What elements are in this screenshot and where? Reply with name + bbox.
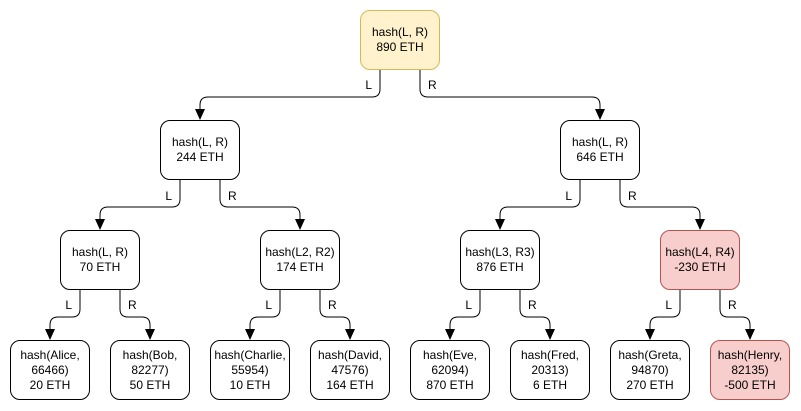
edge-root-left: L	[195, 70, 381, 120]
edge-root-right: R	[419, 70, 605, 120]
arrowhead	[95, 219, 105, 230]
edge-label: R	[628, 189, 637, 203]
node-leaf-charlie: hash(Charlie, 55954) 10 ETH	[210, 340, 290, 400]
node-lr: hash(L2, R2) 174 ETH	[260, 230, 340, 290]
arrowhead	[195, 109, 205, 120]
node-value-label: 890 ETH	[376, 40, 424, 54]
node-rl: hash(L3, R3) 876 ETH	[460, 230, 540, 290]
node-hash-label: hash(L, R)	[71, 245, 129, 259]
edge-lr-charlie: L	[245, 290, 281, 340]
edge-ll-alice: L	[45, 290, 81, 340]
node-hash-label: hash(David, 47576)	[317, 347, 383, 377]
edge-label: L	[465, 298, 472, 312]
arrowhead	[445, 329, 455, 340]
edge-label: L	[165, 189, 172, 203]
edge-rr-greta: L	[645, 290, 681, 340]
edge-right-rr: R	[619, 180, 705, 230]
arrowhead	[345, 329, 355, 340]
edge-label: R	[128, 298, 137, 312]
node-hash-label: hash(Eve, 62094)	[422, 347, 478, 377]
node-value-label: -500 ETH	[724, 377, 776, 392]
edge-label: L	[565, 189, 572, 203]
node-value-label: 10 ETH	[229, 377, 271, 392]
node-value-label: 6 ETH	[532, 377, 567, 392]
node-leaf-bob: hash(Bob, 82277) 50 ETH	[110, 340, 190, 400]
arrowhead	[45, 329, 55, 340]
node-value-label: 164 ETH	[326, 377, 374, 392]
edge-label: R	[228, 189, 237, 203]
node-value-label: 50 ETH	[129, 377, 171, 392]
node-hash-label: hash(Greta, 94870)	[618, 347, 682, 377]
arrowhead	[295, 219, 305, 230]
node-value-label: 174 ETH	[276, 260, 324, 274]
node-leaf-eve: hash(Eve, 62094) 870 ETH	[410, 340, 490, 400]
edge-label: R	[428, 78, 437, 92]
node-leaf-david: hash(David, 47576) 164 ETH	[310, 340, 390, 400]
node-root: hash(L, R) 890 ETH	[360, 10, 440, 70]
arrowhead	[695, 219, 705, 230]
node-value-label: 270 ETH	[626, 377, 674, 392]
node-hash-label: hash(L, R)	[171, 135, 229, 149]
node-leaf-henry: hash(Henry, 82135) -500 ETH	[710, 340, 790, 400]
edge-rl-fred: R	[519, 290, 555, 340]
edge-label: R	[328, 298, 337, 312]
arrowhead	[645, 329, 655, 340]
edge-rr-henry: R	[719, 290, 755, 340]
node-value-label: 20 ETH	[29, 377, 71, 392]
edge-right-rl: L	[495, 180, 581, 230]
edge-label: R	[528, 298, 537, 312]
node-value-label: 646 ETH	[576, 150, 624, 164]
arrowhead	[595, 109, 605, 120]
edge-left-lr: R	[219, 180, 305, 230]
node-value-label: 876 ETH	[476, 260, 524, 274]
arrowhead	[495, 219, 505, 230]
edge-ll-bob: R	[119, 290, 155, 340]
node-hash-label: hash(Bob, 82277)	[122, 347, 178, 377]
arrowhead	[545, 329, 555, 340]
edge-label: R	[728, 298, 737, 312]
node-leaf-fred: hash(Fred, 20313) 6 ETH	[510, 340, 590, 400]
arrowhead	[145, 329, 155, 340]
node-value-label: 70 ETH	[79, 260, 121, 274]
edge-label: L	[265, 298, 272, 312]
edge-label: L	[65, 298, 72, 312]
edge-label: L	[665, 298, 672, 312]
node-hash-label: hash(L4, R4)	[665, 245, 735, 259]
node-leaf-greta: hash(Greta, 94870) 270 ETH	[610, 340, 690, 400]
node-right: hash(L, R) 646 ETH	[560, 120, 640, 180]
arrowhead	[245, 329, 255, 340]
node-hash-label: hash(Henry, 82135)	[717, 347, 783, 377]
node-hash-label: hash(L, R)	[371, 25, 429, 39]
node-hash-label: hash(L3, R3)	[465, 245, 535, 259]
edge-lr-david: R	[319, 290, 355, 340]
node-hash-label: hash(Charlie, 55954)	[214, 347, 286, 377]
node-value-label: 244 ETH	[176, 150, 224, 164]
node-hash-label: hash(L, R)	[571, 135, 629, 149]
edge-rl-eve: L	[445, 290, 481, 340]
node-ll: hash(L, R) 70 ETH	[60, 230, 140, 290]
edge-left-ll: L	[95, 180, 181, 230]
node-leaf-alice: hash(Alice, 66466) 20 ETH	[10, 340, 90, 400]
node-hash-label: hash(Alice, 66466)	[20, 347, 80, 377]
node-hash-label: hash(L2, R2)	[265, 245, 335, 259]
edge-label: L	[365, 78, 372, 92]
arrowhead	[745, 329, 755, 340]
node-rr: hash(L4, R4) -230 ETH	[660, 230, 740, 290]
node-value-label: -230 ETH	[674, 260, 726, 274]
node-left: hash(L, R) 244 ETH	[160, 120, 240, 180]
node-hash-label: hash(Fred, 20313)	[520, 347, 580, 377]
node-value-label: 870 ETH	[426, 377, 474, 392]
